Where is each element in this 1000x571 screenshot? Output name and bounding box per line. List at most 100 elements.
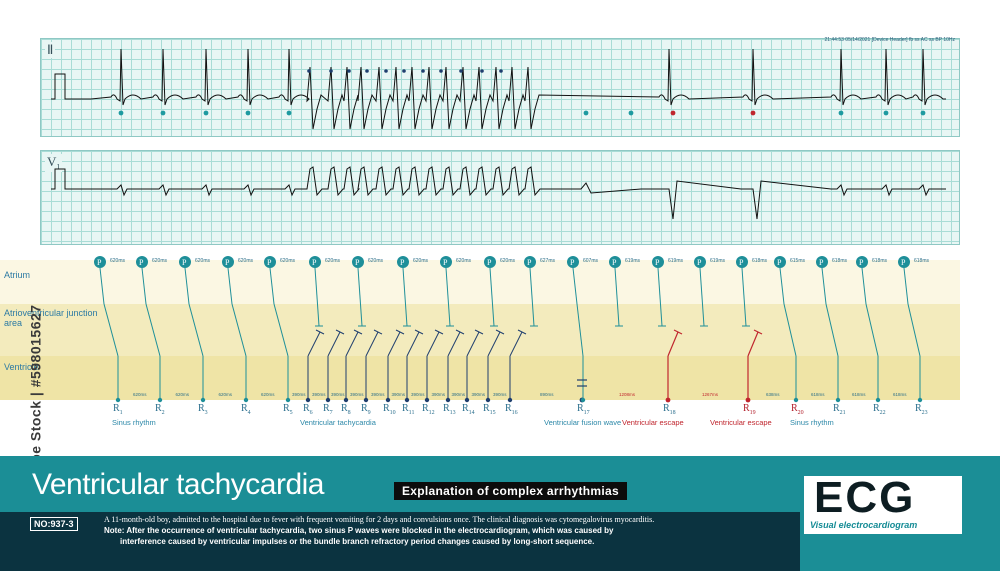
blocked-p-line bbox=[489, 267, 495, 327]
ventricle-label: Ventricle bbox=[4, 362, 39, 372]
p-wave-circle bbox=[856, 256, 868, 268]
pp-interval-label: 618ms bbox=[752, 258, 768, 264]
p-wave-letter: P bbox=[97, 258, 102, 267]
atrial-conduction bbox=[99, 267, 105, 305]
p-wave-circle bbox=[524, 256, 536, 268]
av-conduction bbox=[145, 303, 161, 357]
p-wave-circle bbox=[736, 256, 748, 268]
p-wave-letter: P bbox=[819, 258, 824, 267]
vt-retrograde-line bbox=[387, 331, 401, 357]
rr-interval-label: 390ms bbox=[350, 392, 364, 397]
av-conduction bbox=[231, 303, 247, 357]
escape-retrograde bbox=[747, 331, 759, 357]
pp-interval-label: 620ms bbox=[456, 258, 472, 264]
p-wave-letter: P bbox=[225, 258, 230, 267]
caption-sinus-rhythm-right: Sinus rhythm bbox=[790, 418, 834, 427]
p-wave-letter: P bbox=[487, 258, 492, 267]
vt-p-dot bbox=[480, 69, 484, 73]
av-conduction bbox=[576, 303, 584, 357]
atrial-conduction bbox=[269, 267, 275, 305]
vt-p-dot bbox=[307, 69, 311, 73]
vt-block-bar bbox=[434, 329, 444, 335]
rr-interval-label: 390ms bbox=[312, 392, 326, 397]
lead-v1-strip: V1 bbox=[40, 150, 960, 245]
vt-block-bar bbox=[495, 329, 505, 335]
rr-interval-label: 390ms bbox=[411, 392, 425, 397]
rr-interval-label: 618ms bbox=[811, 392, 825, 397]
p-wave-letter: P bbox=[697, 258, 702, 267]
pp-interval-label: 620ms bbox=[325, 258, 341, 264]
lead-ii-label: Ⅱ bbox=[45, 42, 56, 58]
p-wave-letter: P bbox=[527, 258, 532, 267]
rr-interval-label: 1208ms bbox=[619, 392, 636, 397]
vt-origin-dot bbox=[507, 397, 513, 403]
vt-origin-dot bbox=[404, 397, 410, 403]
ecg-logo: ECG Visual electrocardiogram bbox=[804, 473, 962, 534]
escape-block-bar bbox=[673, 329, 683, 335]
vt-origin-dot bbox=[305, 397, 311, 403]
lead-v1-trace bbox=[51, 166, 946, 220]
r-wave-label: R21 bbox=[833, 403, 846, 416]
p-wave-letter: P bbox=[859, 258, 864, 267]
vt-retrograde-line bbox=[426, 331, 440, 357]
p-wave-circle bbox=[440, 256, 452, 268]
lead-ii-strip: Ⅱ 21:44:53 05/14/2021 [Device Header] fb… bbox=[40, 37, 960, 137]
p-wave-circle bbox=[774, 256, 786, 268]
lead-v1-waveform bbox=[51, 166, 946, 220]
p-wave-marker bbox=[118, 110, 124, 116]
r-wave-label: R18 bbox=[663, 403, 676, 416]
blocked-p-line bbox=[402, 267, 408, 327]
r-wave-label: R16 bbox=[505, 403, 518, 416]
p-wave-letter: P bbox=[182, 258, 187, 267]
av-conduction bbox=[103, 303, 119, 357]
caption-escape-1: Ventricular escape bbox=[622, 418, 684, 427]
vt-p-dot bbox=[402, 69, 406, 73]
p-wave-letter: P bbox=[739, 258, 744, 267]
p-wave-circle bbox=[136, 256, 148, 268]
atrium-label: Atrium bbox=[4, 270, 31, 280]
caption-escape-2: Ventricular escape bbox=[710, 418, 772, 427]
r-dot bbox=[793, 397, 799, 403]
av-junction-label: Atrioventricular junction area bbox=[4, 308, 98, 328]
p-wave-letter: P bbox=[312, 258, 317, 267]
escape-origin-dot bbox=[665, 397, 671, 403]
pp-interval-label: 618ms bbox=[872, 258, 888, 264]
vt-retrograde-line bbox=[509, 331, 523, 357]
pp-interval-label: 620ms bbox=[368, 258, 384, 264]
rr-interval-label: 1267ms bbox=[702, 392, 719, 397]
vt-retrograde-line bbox=[307, 331, 321, 357]
vt-retrograde-line bbox=[327, 331, 341, 357]
p-wave-circle bbox=[94, 256, 106, 268]
pp-interval-label: 619ms bbox=[625, 258, 641, 264]
vt-block-bar bbox=[395, 329, 405, 335]
p-wave-marker bbox=[838, 110, 844, 116]
vt-retrograde-line bbox=[365, 331, 379, 357]
pp-interval-label: 619ms bbox=[710, 258, 726, 264]
lead-ii-waveform bbox=[51, 48, 946, 130]
r-wave-label: R1 bbox=[113, 403, 123, 416]
p-wave-circle bbox=[652, 256, 664, 268]
caption-sinus-rhythm-left: Sinus rhythm bbox=[112, 418, 156, 427]
rr-interval-label: 390ms bbox=[371, 392, 385, 397]
p-wave-marker bbox=[883, 110, 889, 116]
vt-p-dot bbox=[365, 69, 369, 73]
ladder-diagram: Atrium Atrioventricular junction area Ve… bbox=[0, 248, 1000, 460]
atrial-conduction bbox=[779, 267, 785, 305]
av-conduction bbox=[273, 303, 289, 357]
r-dot bbox=[917, 397, 923, 403]
p-wave-circle bbox=[309, 256, 321, 268]
escape-retrograde bbox=[667, 331, 679, 357]
vt-block-bar bbox=[353, 329, 363, 335]
r-wave-label: R8 bbox=[341, 403, 351, 416]
p-wave-marker bbox=[920, 110, 926, 116]
vt-retrograde-line bbox=[345, 331, 359, 357]
strip-header: 21:44:53 05/14/2021 [Device Header] fb s… bbox=[824, 37, 955, 43]
vt-origin-dot bbox=[363, 397, 369, 403]
case-description: A 11-month-old boy, admitted to the hosp… bbox=[104, 515, 655, 524]
pp-interval-label: 620ms bbox=[413, 258, 429, 264]
vt-origin-dot bbox=[343, 397, 349, 403]
vt-p-dot bbox=[459, 69, 463, 73]
r-wave-label: R11 bbox=[402, 403, 415, 416]
av-conduction bbox=[825, 303, 839, 357]
vt-origin-dot bbox=[445, 397, 451, 403]
